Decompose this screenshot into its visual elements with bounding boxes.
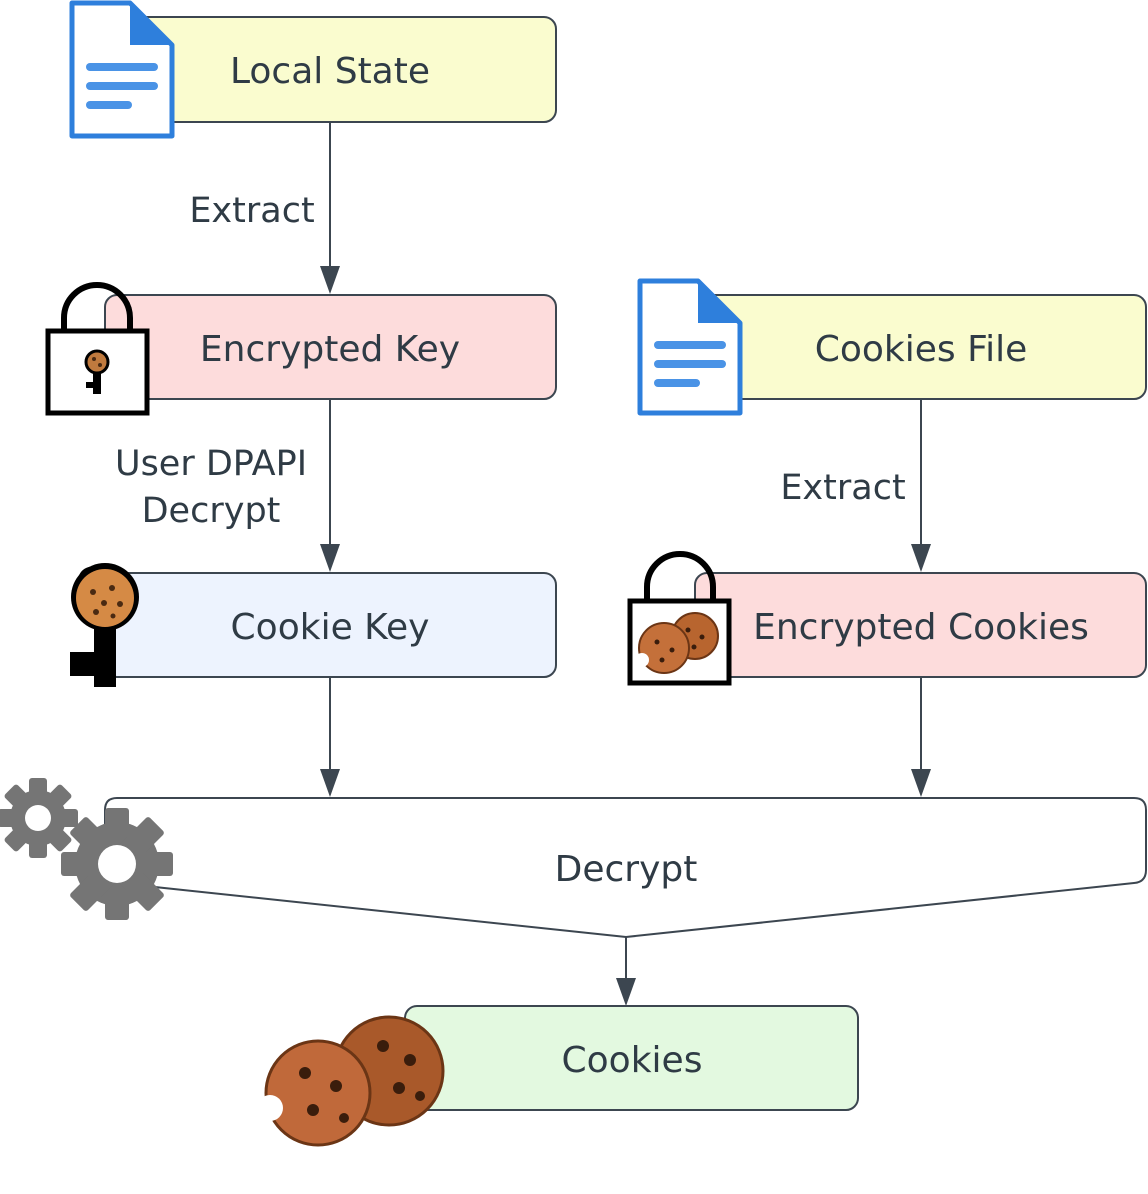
node-decrypt: Decrypt bbox=[104, 797, 1147, 939]
node-cookies: Cookies bbox=[404, 1005, 859, 1111]
edge-encrypted-key-to-cookie-key bbox=[320, 399, 340, 572]
document-icon bbox=[637, 278, 743, 416]
node-label-cookies: Cookies bbox=[562, 1040, 703, 1081]
edge-cookies-file-to-encrypted-cookies bbox=[911, 399, 931, 572]
node-label-cookie-key: Cookie Key bbox=[231, 607, 430, 648]
node-cookies-file: Cookies File bbox=[694, 294, 1147, 400]
node-encrypted-cookies: Encrypted Cookies bbox=[694, 572, 1147, 678]
edge-label-dpapi-line1: User DPAPI bbox=[115, 444, 307, 484]
locked-key-icon bbox=[45, 282, 150, 416]
node-label-cookies-file: Cookies File bbox=[815, 329, 1028, 370]
edge-cookie-key-to-decrypt bbox=[320, 677, 340, 797]
gears-icon bbox=[0, 778, 173, 920]
edge-encrypted-cookies-to-decrypt bbox=[911, 677, 931, 797]
edge-decrypt-to-cookies bbox=[616, 937, 636, 1006]
node-cookie-key: Cookie Key bbox=[104, 572, 557, 678]
node-label-encrypted-cookies: Encrypted Cookies bbox=[753, 607, 1089, 648]
node-encrypted-key: Encrypted Key bbox=[104, 294, 557, 400]
cookie-key-icon bbox=[70, 563, 139, 687]
edge-label-dpapi-line2: Decrypt bbox=[142, 491, 281, 531]
edge-local-state-to-encrypted-key bbox=[320, 122, 340, 294]
cookies-icon bbox=[257, 1015, 445, 1147]
edge-label-extract-cookies-file: Extract bbox=[780, 468, 905, 508]
locked-cookies-icon bbox=[627, 551, 732, 686]
node-label-encrypted-key: Encrypted Key bbox=[200, 329, 460, 370]
edge-label-extract-local-state: Extract bbox=[189, 191, 314, 231]
document-icon bbox=[69, 0, 175, 139]
node-local-state: Local State bbox=[104, 16, 557, 123]
node-label-decrypt: Decrypt bbox=[555, 849, 698, 890]
node-label-local-state: Local State bbox=[230, 51, 430, 92]
